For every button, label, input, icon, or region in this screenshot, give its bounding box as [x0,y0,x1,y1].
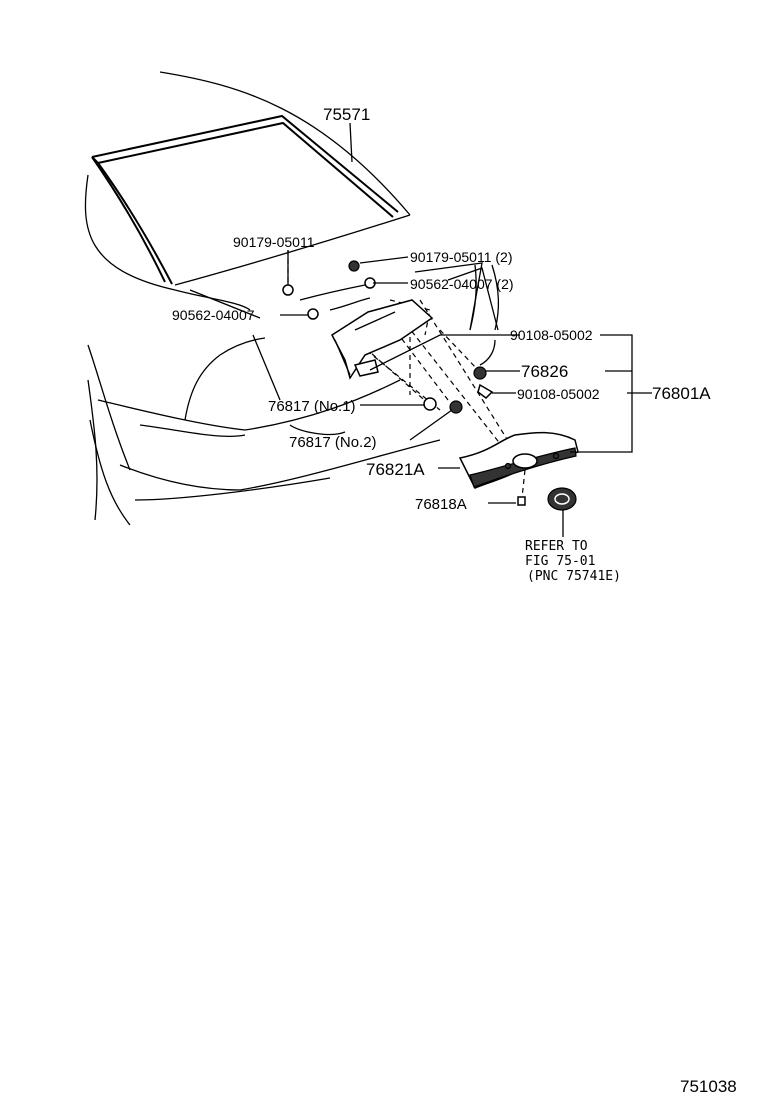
screw-upper [353,359,379,377]
part-labels: 75571 90179-05011 90179-05011 (2) 90562-… [172,105,737,1096]
label-90179-05011-left: 90179-05011 [233,234,315,250]
refer-note-line2: FIG 75-01 [525,554,595,569]
clip-76818A [517,496,526,506]
label-76817-no2: 76817 (No.2) [289,434,377,451]
leader-lines [252,122,652,537]
screw-lower [477,383,494,399]
figure-number: 751038 [680,1077,737,1096]
car-body-outline [84,71,500,526]
grommet-left [282,284,294,296]
label-76817-no1: 76817 (No.1) [268,398,356,415]
refer-note-line3: (PNC 75741E) [527,569,621,584]
label-90108-05002-mid: 90108-05002 [517,386,600,402]
label-90562-04007-left: 90562-04007 [172,307,255,323]
label-90562-04007-right: 90562-04007 (2) [410,276,514,292]
lower-garnish-assembly [458,431,579,489]
label-76821A: 76821A [366,460,425,479]
label-90179-05011-right: 90179-05011 (2) [410,249,512,265]
label-90108-05002-top: 90108-05002 [510,327,593,343]
emblem [547,487,577,511]
label-75571: 75571 [323,105,370,124]
windshield-molding [91,114,399,285]
refer-note-line1: REFER TO [525,539,588,554]
label-76818A: 76818A [415,496,467,513]
grommet-right [348,260,360,272]
clip-no2 [449,400,463,414]
label-76826: 76826 [521,362,568,381]
nut-left [307,308,319,320]
label-76801A: 76801A [652,384,711,403]
small-parts [282,260,526,506]
clip-no1 [423,397,437,411]
wiper-bracket [331,299,434,380]
clip-76826 [473,366,487,380]
